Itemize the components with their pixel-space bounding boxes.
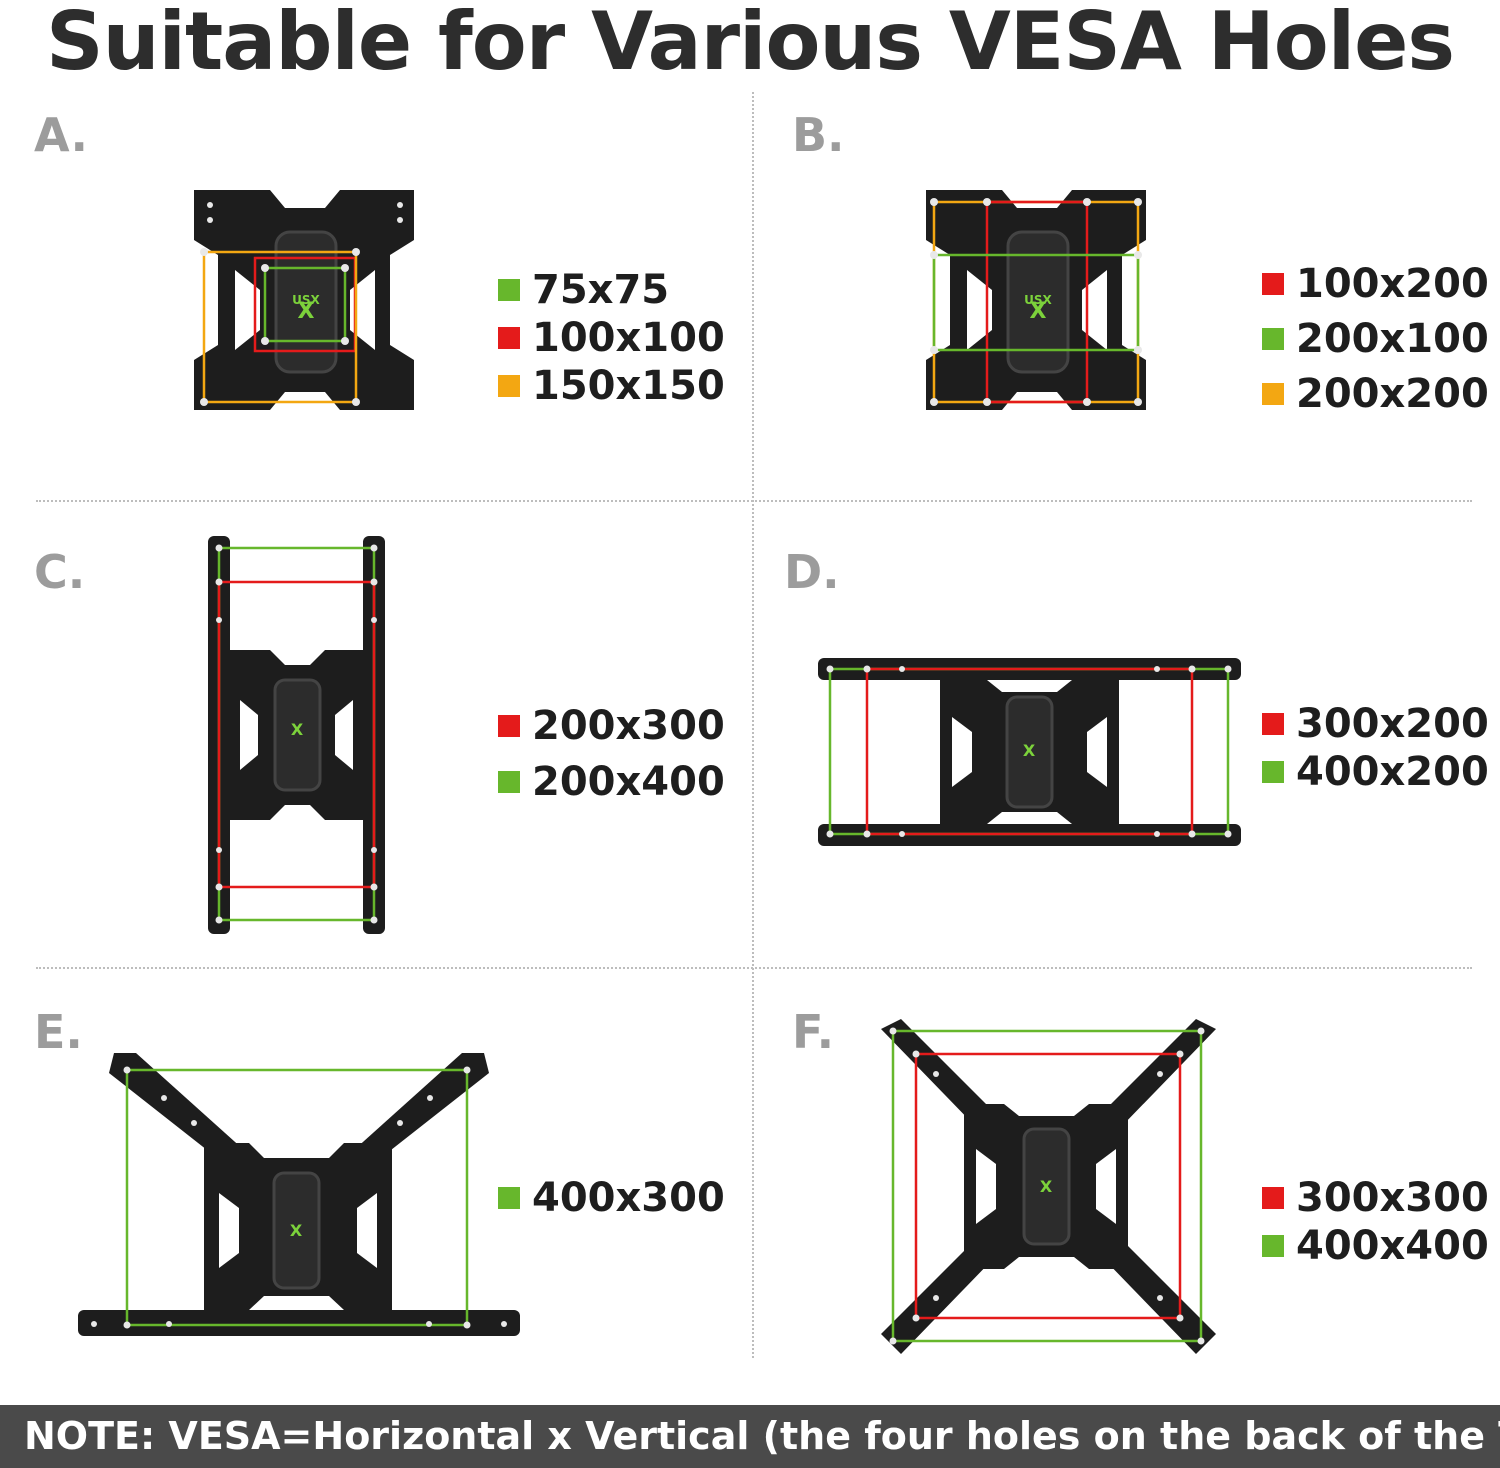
mount-plate-image: X	[208, 536, 385, 934]
legend-item: 200x100	[1262, 311, 1489, 366]
swatch	[1262, 327, 1284, 350]
horizontal-divider-1	[36, 500, 1472, 502]
swatch	[1262, 382, 1284, 405]
legend-label: 400x300	[532, 1175, 725, 1221]
vertical-divider	[752, 92, 754, 1358]
legend-item: 200x200	[1262, 366, 1489, 421]
svg-text:USX: USX	[1024, 293, 1052, 307]
svg-text:X: X	[1040, 1177, 1053, 1196]
legend: 100x200 200x100 200x200	[1262, 256, 1489, 421]
svg-text:X: X	[298, 299, 315, 324]
svg-text:X: X	[1023, 741, 1036, 760]
swatch	[1262, 272, 1284, 295]
legend-item: 100x200	[1262, 256, 1489, 311]
swatch	[498, 327, 520, 349]
legend-label: 100x200	[1296, 260, 1489, 307]
panel-letter: E.	[34, 1005, 83, 1059]
page-title: Suitable for Various VESA Holes	[45, 0, 1455, 88]
legend-label: 200x100	[1296, 315, 1489, 362]
legend-item: 100x100	[498, 314, 725, 362]
note-banner: NOTE: VESA=Horizontal x Vertical (the fo…	[0, 1405, 1500, 1468]
svg-text:X: X	[1030, 299, 1047, 324]
mount-plate-image: X	[881, 1019, 1216, 1354]
swatch	[498, 375, 520, 397]
legend: 75x75 100x100 150x150	[498, 266, 725, 410]
legend-label: 200x400	[532, 759, 725, 805]
mount-plate-image: X	[78, 1053, 520, 1336]
legend-item: 300x300	[1262, 1174, 1489, 1222]
swatch	[498, 279, 520, 301]
swatch	[1262, 1235, 1284, 1257]
swatch	[498, 1187, 520, 1209]
panel-letter: F.	[792, 1005, 835, 1059]
swatch	[1262, 1187, 1284, 1209]
svg-text:X: X	[290, 1221, 303, 1240]
legend-item: 200x300	[498, 698, 725, 754]
legend-label: 200x300	[532, 703, 725, 749]
legend: 400x300	[498, 1174, 725, 1222]
legend-item: 300x200	[1262, 700, 1489, 748]
legend: 200x300 200x400	[498, 698, 725, 810]
legend-item: 400x200	[1262, 748, 1489, 796]
swatch	[1262, 713, 1284, 735]
legend-label: 75x75	[532, 267, 670, 313]
panel-letter: C.	[34, 545, 86, 599]
mount-plate-image: USX X	[926, 190, 1146, 410]
legend-item: 150x150	[498, 362, 725, 410]
legend-label: 300x200	[1296, 701, 1489, 747]
legend-item: 75x75	[498, 266, 725, 314]
legend: 300x300 400x400	[1262, 1174, 1489, 1270]
horizontal-divider-2	[36, 967, 1472, 969]
panel-letter: D.	[784, 545, 840, 599]
panel-letter: A.	[34, 108, 88, 162]
mount-plate-image: X	[818, 658, 1241, 846]
svg-text:X: X	[291, 720, 304, 739]
svg-text:USX: USX	[292, 293, 320, 307]
swatch	[498, 715, 520, 737]
mount-plate-image: USX X	[194, 190, 414, 410]
legend-label: 300x300	[1296, 1175, 1489, 1221]
legend-label: 400x400	[1296, 1223, 1489, 1269]
swatch	[498, 771, 520, 793]
legend-label: 400x200	[1296, 749, 1489, 795]
legend-label: 100x100	[532, 315, 725, 361]
legend-item: 200x400	[498, 754, 725, 810]
legend: 300x200 400x200	[1262, 700, 1489, 796]
legend-label: 150x150	[532, 363, 725, 409]
panel-letter: B.	[792, 108, 845, 162]
legend-label: 200x200	[1296, 370, 1489, 417]
legend-item: 400x400	[1262, 1222, 1489, 1270]
swatch	[1262, 761, 1284, 783]
legend-item: 400x300	[498, 1174, 725, 1222]
